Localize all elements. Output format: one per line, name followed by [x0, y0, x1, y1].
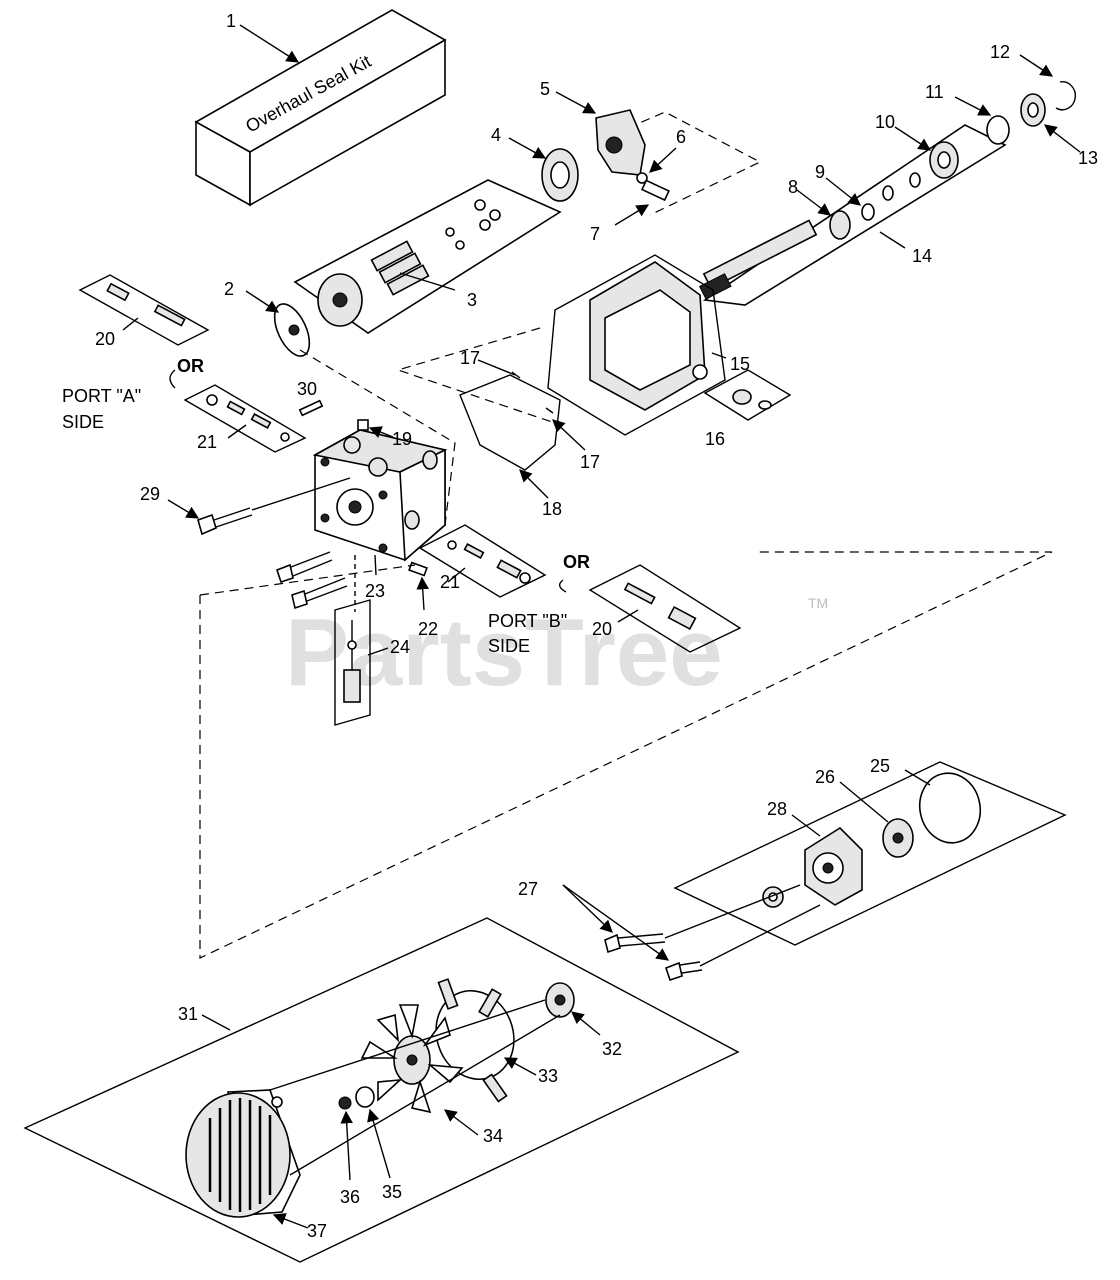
part-37-motor-housing[interactable] [185, 1089, 301, 1218]
part-36-nut[interactable] [338, 1096, 352, 1110]
part-4-bearing[interactable] [541, 148, 579, 202]
port-b-label-line1: PORT "B" [488, 611, 567, 631]
part-19-plug[interactable] [357, 419, 369, 431]
callout-5: 5 [540, 79, 550, 99]
lower-bolt-2[interactable] [291, 577, 348, 610]
callout-7: 7 [590, 224, 600, 244]
callout-16: 16 [705, 429, 725, 449]
callout-27: 27 [518, 879, 538, 899]
callout-4: 4 [491, 125, 501, 145]
callout-23: 23 [365, 581, 385, 601]
or-label-bottom: OR [563, 552, 590, 572]
part-26-gerotor[interactable] [882, 818, 914, 858]
callout-35: 35 [382, 1182, 402, 1202]
seal-ring[interactable] [762, 886, 784, 908]
callout-3: 3 [467, 290, 477, 310]
part-12-retaining-ring[interactable] [1055, 81, 1077, 111]
port-a-label-line2: SIDE [62, 412, 104, 432]
part-5-swashplate[interactable] [595, 109, 646, 176]
part-24-charge-relief-valve[interactable] [334, 599, 371, 726]
callout-30: 30 [297, 379, 317, 399]
part-15-housing[interactable] [589, 261, 708, 411]
part-7-bolt[interactable] [640, 179, 670, 202]
part-20-bypass-valve-port-a[interactable] [78, 274, 210, 346]
part-32-thrust-washer[interactable] [545, 982, 575, 1018]
callout-1: 1 [226, 11, 236, 31]
part-11-o-ring[interactable] [986, 115, 1010, 145]
callout-33: 33 [538, 1066, 558, 1086]
part-2-thrust-washer[interactable] [267, 299, 316, 362]
callout-11: 11 [925, 82, 944, 102]
callout-13: 13 [1078, 148, 1098, 168]
callout-6: 6 [676, 127, 686, 147]
callout-28: 28 [767, 799, 787, 819]
part-13-seal[interactable] [1020, 93, 1046, 127]
part-23-center-section[interactable] [312, 429, 448, 562]
callout-22: 22 [418, 619, 438, 639]
callout-29: 29 [140, 484, 160, 504]
part-22-plug[interactable] [408, 561, 428, 577]
callout-25: 25 [870, 756, 890, 776]
callout-14: 14 [912, 246, 932, 266]
part-29-bolt[interactable] [197, 507, 253, 536]
callout-36: 36 [340, 1187, 360, 1207]
callout-9: 9 [815, 162, 825, 182]
lower-bolt-1[interactable] [275, 551, 333, 584]
callout-8: 8 [788, 177, 798, 197]
callout-20-b: 20 [592, 619, 612, 639]
callout-19: 19 [392, 429, 412, 449]
part-27-bolt-b[interactable] [664, 961, 703, 982]
callout-18: 18 [542, 499, 562, 519]
part-17-dowel-pin-bottom[interactable] [545, 407, 554, 414]
callout-31: 31 [178, 1004, 198, 1024]
callout-15: 15 [730, 354, 750, 374]
callout-26: 26 [815, 767, 835, 787]
part-3-cylinder-block-kit[interactable] [293, 179, 562, 334]
part-27-bolt-a[interactable] [604, 933, 666, 954]
part-20-bypass-valve-port-b[interactable] [588, 564, 742, 653]
port-b-label-line2: SIDE [488, 636, 530, 656]
part-30-spring-pin[interactable] [298, 399, 324, 417]
callout-37: 37 [307, 1221, 327, 1241]
part-14-input-shaft-kit[interactable] [698, 124, 1007, 306]
port-a-label-line1: PORT "A" [62, 386, 141, 406]
callout-17-bottom: 17 [580, 452, 600, 472]
or-label-top: OR [177, 356, 204, 376]
part-33-fan-mount[interactable] [424, 978, 526, 1103]
callout-2: 2 [224, 279, 234, 299]
callout-17-top: 17 [460, 348, 480, 368]
callout-21-b: 21 [440, 572, 460, 592]
part-16-seal[interactable] [732, 389, 772, 410]
callout-32: 32 [602, 1039, 622, 1059]
callout-12: 12 [990, 42, 1010, 62]
part-28-end-cap[interactable] [804, 826, 863, 906]
part-21-check-valve-port-b[interactable] [418, 524, 547, 598]
part-1-overhaul-seal-kit-box[interactable]: Overhaul Seal Kit [194, 9, 447, 207]
callout-20-a: 20 [95, 329, 115, 349]
callout-24: 24 [390, 637, 410, 657]
part-35-washer[interactable] [355, 1086, 375, 1108]
callout-34: 34 [483, 1126, 503, 1146]
part-18-gasket[interactable] [459, 374, 561, 471]
part-25-o-ring[interactable] [913, 768, 986, 849]
callout-21-a: 21 [197, 432, 217, 452]
part-17-dowel-pin-top[interactable] [511, 371, 521, 379]
watermark-trademark: TM [808, 595, 828, 611]
part-21-check-valve-port-a[interactable] [183, 384, 307, 453]
part-6-pin[interactable] [636, 172, 648, 184]
callout-10: 10 [875, 112, 895, 132]
